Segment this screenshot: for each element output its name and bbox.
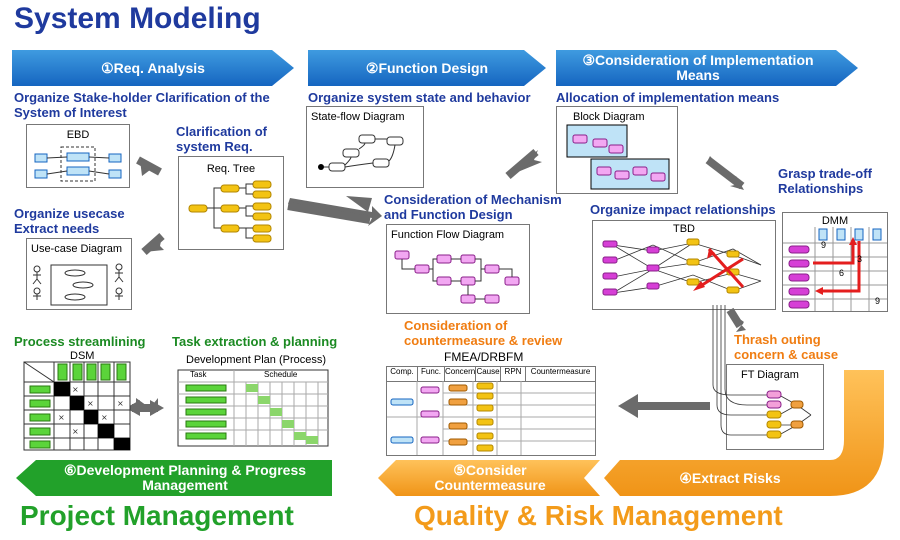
footer-project-management: Project Management	[20, 500, 294, 531]
phase-impl-banner: ③Consideration of Implementation Means	[556, 50, 858, 86]
label-countermeasure: Consideration of countermeasure & review	[404, 318, 563, 348]
label-impact: Organize impact relationships	[590, 202, 776, 217]
svg-text:×: ×	[72, 427, 79, 436]
ebd-title: EBD	[66, 129, 90, 141]
label-clarify: Clarification of system Req.	[176, 124, 268, 154]
fmea-col-cause: Cause	[476, 367, 501, 381]
tbd-graphic	[602, 238, 762, 296]
devplan-col-task: Task	[190, 370, 207, 379]
label-streamline: Process streamlining	[14, 334, 146, 349]
phase-risk-banner: ④Extract Risks	[679, 469, 781, 486]
label-mechanism: Consideration of Mechanism and Function …	[384, 192, 562, 222]
usecase-box: Use-case Diagram	[26, 238, 132, 310]
fmea-table: Comp. Func. Concern Cause RPN Countermea…	[386, 366, 596, 456]
ft-graphic	[712, 305, 812, 439]
block-box: Block Diagram	[556, 106, 678, 194]
devplan-graphic	[177, 369, 329, 447]
phase-plan-banner: ⑥Development Planning & Progress Managem…	[63, 462, 307, 493]
devplan-title: Development Plan (Process)	[186, 354, 327, 366]
dmm-graphic	[783, 227, 887, 311]
dmm-num-1: 9	[821, 240, 827, 250]
devplan-col-schedule: Schedule	[264, 370, 298, 379]
funcflow-graphic	[394, 250, 520, 304]
label-tradeoff: Grasp trade-off Relationships	[778, 166, 872, 196]
label-state: Organize system state and behavior	[308, 90, 531, 105]
phase-req-banner: ①Req. Analysis	[12, 50, 294, 86]
fmea-col-func: Func.	[418, 367, 445, 381]
funcflow-box: Function Flow Diagram	[386, 224, 530, 314]
dsm-graphic: × × × × × ×	[23, 361, 131, 451]
label-usecase: Organize usecase Extract needs	[14, 206, 125, 236]
label-task: Task extraction & planning	[172, 334, 338, 349]
phase-func-banner: ②Function Design	[308, 50, 546, 86]
dmm-box: DMM 9 3 6 9	[782, 212, 888, 312]
label-stakeholder: Organize Stake-holder Clarification of t…	[14, 90, 270, 120]
fmea-graphic	[387, 381, 595, 455]
fmea-col-comp: Comp.	[387, 367, 418, 381]
footer-quality-risk: Quality & Risk Management	[414, 500, 783, 531]
dsm-title: DSM	[70, 350, 95, 362]
ebd-box: EBD	[26, 124, 130, 188]
ebd-graphic	[34, 146, 122, 182]
label-thrash: Thrash outing concern & cause	[734, 332, 839, 362]
stateflow-graphic	[318, 134, 404, 172]
svg-text:×: ×	[117, 399, 124, 408]
stateflow-title: State-flow Diagram	[311, 111, 405, 123]
usecase-graphic	[32, 263, 124, 306]
reqtree-graphic	[188, 180, 272, 243]
dmm-title: DMM	[821, 215, 849, 227]
fmea-col-countermeasure: Countermeasure	[530, 367, 591, 376]
fmea-title: FMEA/DRBFM	[444, 350, 524, 364]
svg-text:×: ×	[58, 413, 65, 422]
fmea-col-rpn: RPN	[501, 367, 526, 381]
label-allocation: Allocation of implementation means	[556, 90, 780, 105]
block-title: Block Diagram	[573, 111, 645, 123]
tbd-box: TBD	[592, 220, 776, 310]
ft-box: FT Diagram	[712, 305, 824, 450]
dmm-num-2: 3	[857, 254, 863, 264]
usecase-title: Use-case Diagram	[31, 243, 123, 255]
tbd-title: TBD	[673, 223, 695, 235]
dmm-num-3: 6	[839, 268, 845, 278]
svg-text:×: ×	[72, 385, 79, 394]
reqtree-title: Req. Tree	[206, 163, 256, 175]
ft-title: FT Diagram	[741, 369, 799, 381]
page-title: System Modeling	[14, 2, 261, 35]
svg-text:×: ×	[87, 399, 94, 408]
svg-text:×: ×	[101, 413, 108, 422]
funcflow-title: Function Flow Diagram	[391, 229, 505, 241]
dmm-num-4: 9	[875, 296, 881, 306]
fmea-col-concern: Concern	[445, 367, 476, 381]
block-graphic	[566, 124, 670, 190]
stateflow-box: State-flow Diagram	[306, 106, 424, 188]
phase-counter-banner: ⑤Consider Countermeasure	[434, 462, 546, 493]
reqtree-box: Req. Tree	[178, 156, 284, 250]
